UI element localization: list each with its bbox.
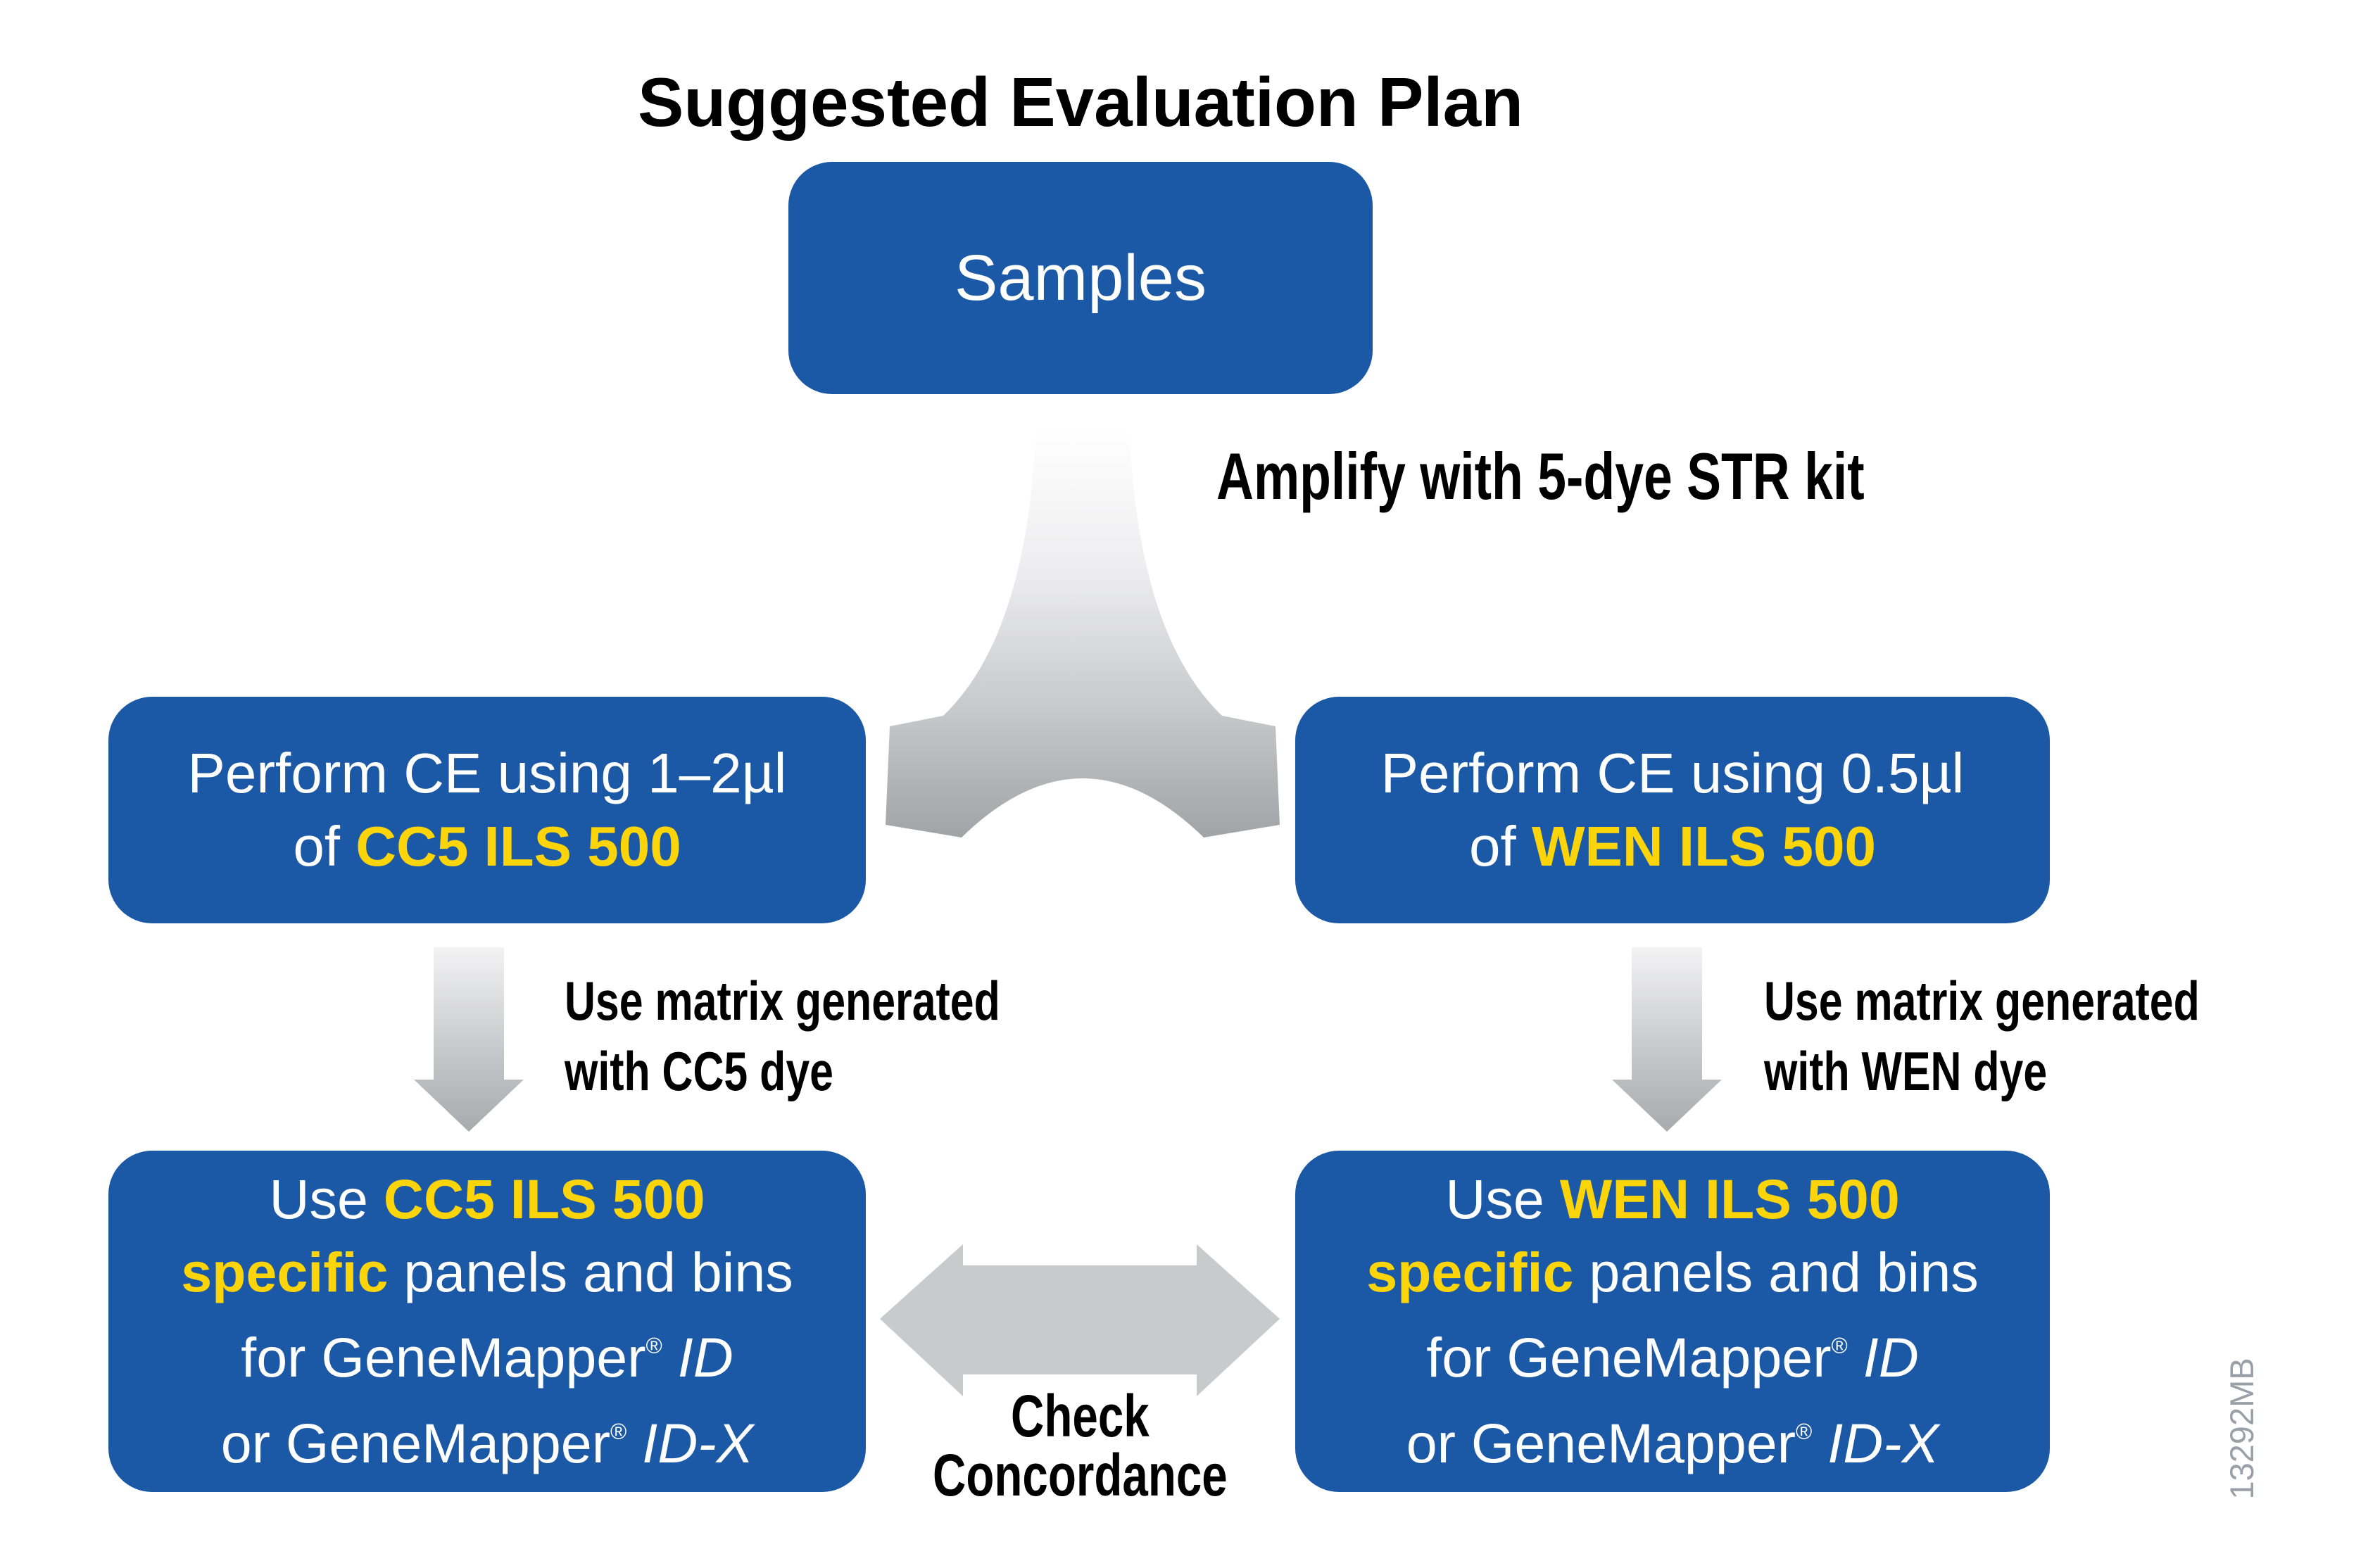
node-panels-cc5-line1: Use CC5 ILS 500: [269, 1168, 705, 1231]
node-panels-wen-line3: for GeneMapper® ID: [1426, 1326, 1919, 1389]
node-ce-cc5-line2: of CC5 ILS 500: [293, 815, 681, 878]
node-ce-cc5: Perform CE using 1–2µl of CC5 ILS 500: [108, 697, 866, 923]
wen-ils-500-highlight: WEN ILS 500: [1531, 815, 1876, 878]
matrix-wen-line2: with WEN dye: [1764, 1040, 2048, 1102]
node-ce-cc5-line1: Perform CE using 1–2µl: [187, 742, 787, 804]
cc5-ils-500-highlight: CC5 ILS 500: [355, 815, 681, 878]
check-line1: Check: [1010, 1383, 1150, 1449]
amplify-label: Amplify with 5-dye STR kit: [1216, 443, 2047, 510]
node-ce-wen-line1: Perform CE using 0.5µl: [1380, 742, 1965, 804]
node-panels-cc5-line2: specific panels and bins: [181, 1241, 793, 1304]
split-arrow-icon: [886, 428, 1280, 837]
registered-trademark-icon: ®: [1831, 1333, 1848, 1359]
amplify-label-text: Amplify with 5-dye STR kit: [1216, 439, 1865, 513]
node-panels-cc5-line3: for GeneMapper® ID: [241, 1326, 733, 1389]
node-panels-wen: Use WEN ILS 500 specific panels and bins…: [1295, 1151, 2050, 1492]
down-arrow-right-icon: [1612, 947, 1722, 1132]
node-panels-wen-line1: Use WEN ILS 500: [1445, 1168, 1900, 1231]
double-arrow-icon: [880, 1244, 1280, 1396]
matrix-cc5-label: Use matrix generated with CC5 dye: [565, 966, 1123, 1106]
node-ce-wen-line2: of WEN ILS 500: [1469, 815, 1876, 878]
node-panels-wen-line4: or GeneMapper® ID-X: [1406, 1411, 1939, 1474]
node-samples-label: Samples: [955, 241, 1207, 314]
registered-trademark-icon: ®: [645, 1333, 662, 1359]
node-panels-cc5: Use CC5 ILS 500 specific panels and bins…: [108, 1151, 866, 1492]
figure-id: 13292MB: [2223, 1358, 2260, 1500]
check-line2: Concordance: [932, 1442, 1228, 1508]
matrix-wen-label: Use matrix generated with WEN dye: [1764, 966, 2322, 1106]
figure-title: Suggested Evaluation Plan: [638, 63, 1523, 141]
registered-trademark-icon: ®: [610, 1418, 627, 1444]
node-panels-wen-line2: specific panels and bins: [1366, 1241, 1979, 1304]
node-ce-wen: Perform CE using 0.5µl of WEN ILS 500: [1295, 697, 2050, 923]
registered-trademark-icon: ®: [1796, 1418, 1813, 1444]
down-arrow-left-icon: [414, 947, 524, 1132]
matrix-cc5-line2: with CC5 dye: [565, 1040, 834, 1102]
node-panels-cc5-line4: or GeneMapper® ID-X: [220, 1411, 754, 1474]
matrix-cc5-line1: Use matrix generated: [565, 970, 1000, 1032]
node-samples: Samples: [788, 162, 1373, 394]
matrix-wen-line1: Use matrix generated: [1764, 970, 2200, 1032]
